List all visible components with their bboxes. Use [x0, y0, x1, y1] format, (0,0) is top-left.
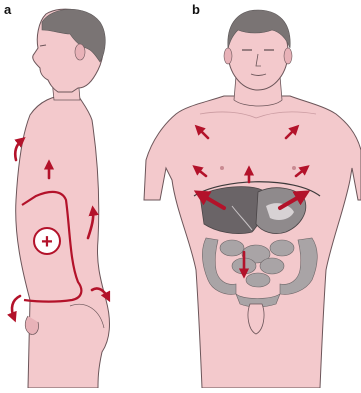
frontal-body-silhouette: [144, 96, 361, 388]
frontal-nipple-left: [220, 166, 224, 170]
frontal-ear-left: [224, 48, 232, 64]
frontal-ear-right: [284, 48, 292, 64]
panel-b-frontal-figure: [144, 10, 361, 388]
panel-label-b: b: [192, 2, 200, 17]
positive-pressure-symbol: +: [41, 231, 53, 253]
panel-a-lateral-figure: +: [12, 9, 109, 388]
arrow-lower-back: [12, 296, 20, 318]
lateral-ear: [75, 44, 85, 60]
frontal-nipple-right: [292, 166, 296, 170]
panel-label-a: a: [4, 2, 11, 17]
lateral-body-silhouette: [16, 90, 110, 388]
frontal-liver: [200, 187, 264, 234]
